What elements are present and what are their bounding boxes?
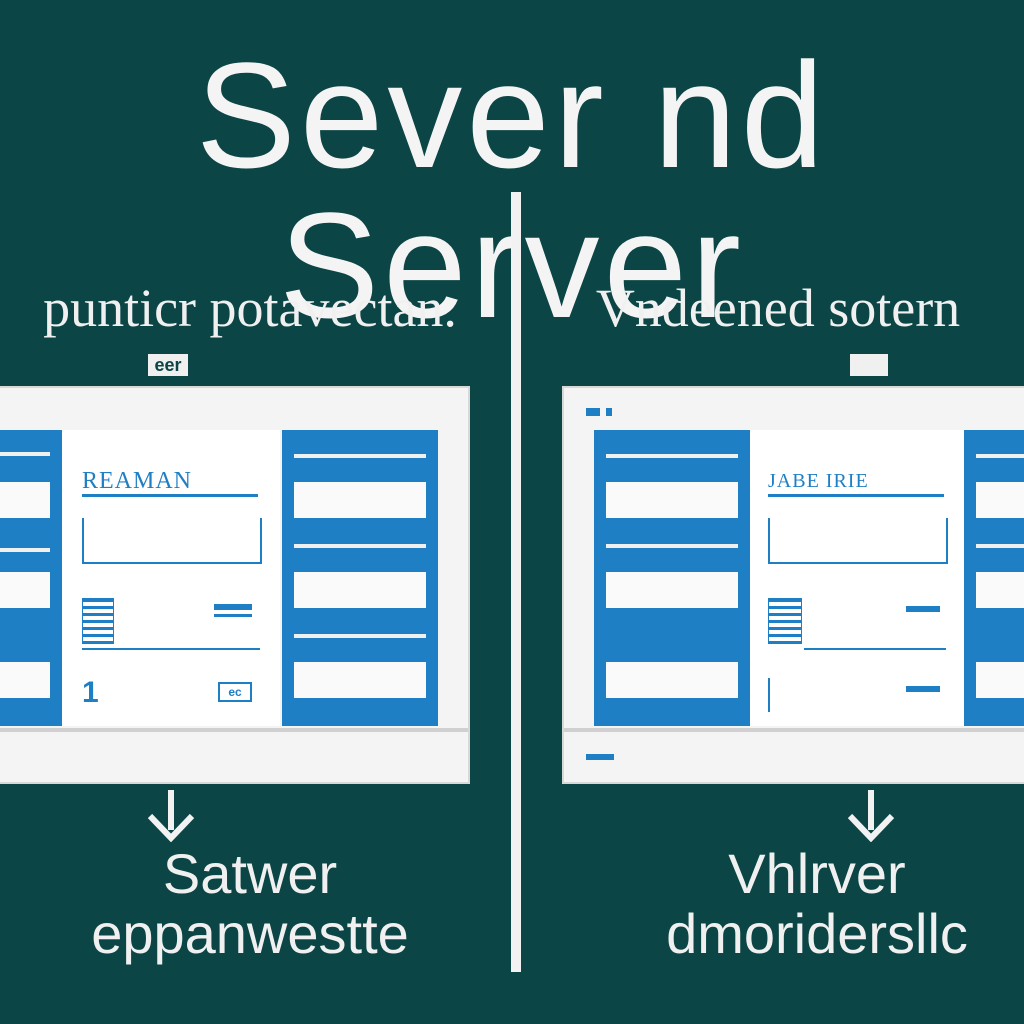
left-window-footer [0,728,468,732]
left-input-field[interactable] [82,518,262,564]
right-arrow-down-icon [847,790,895,842]
right-caption-line1: Vhlrver [728,842,906,905]
right-heading: Vndeened sotern [595,278,961,338]
right-form-area: JABE IRIE [750,430,964,726]
right-grid-icon [768,598,802,644]
left-number: 1 [82,676,99,709]
left-tag: eer [148,354,188,376]
left-form-label: REAMAN [82,468,258,497]
grid-icon [82,598,114,644]
right-sidebar-a [594,430,750,726]
left-heading: punticr potavectan. [43,278,457,338]
left-caption-line1: Satwer [162,842,338,905]
left-sidebar-b [282,430,438,726]
right-tag [850,354,888,376]
left-panel: punticr potavectan. eer REAMAN 1 ec Satw… [0,0,500,1024]
left-form-area: REAMAN 1 ec [62,430,280,726]
right-input-field[interactable] [768,518,948,564]
left-sidebar-a [0,430,62,726]
right-caption-line2: dmoridersllc [666,902,968,965]
right-window-footer [564,728,1024,732]
left-arrow-down-icon [147,790,195,842]
page-title: Sever nd Server [195,31,829,349]
left-caption-line2: eppanwestte [91,902,409,965]
left-mini-bar [214,604,252,610]
right-form-label: JABE IRIE [768,468,944,497]
right-panel: Vndeened sotern JABE IRIE Vhlrver dmorid… [532,0,1024,1024]
right-sidebar-b [964,430,1024,726]
left-small-button[interactable]: ec [218,682,252,702]
center-divider [511,192,521,972]
